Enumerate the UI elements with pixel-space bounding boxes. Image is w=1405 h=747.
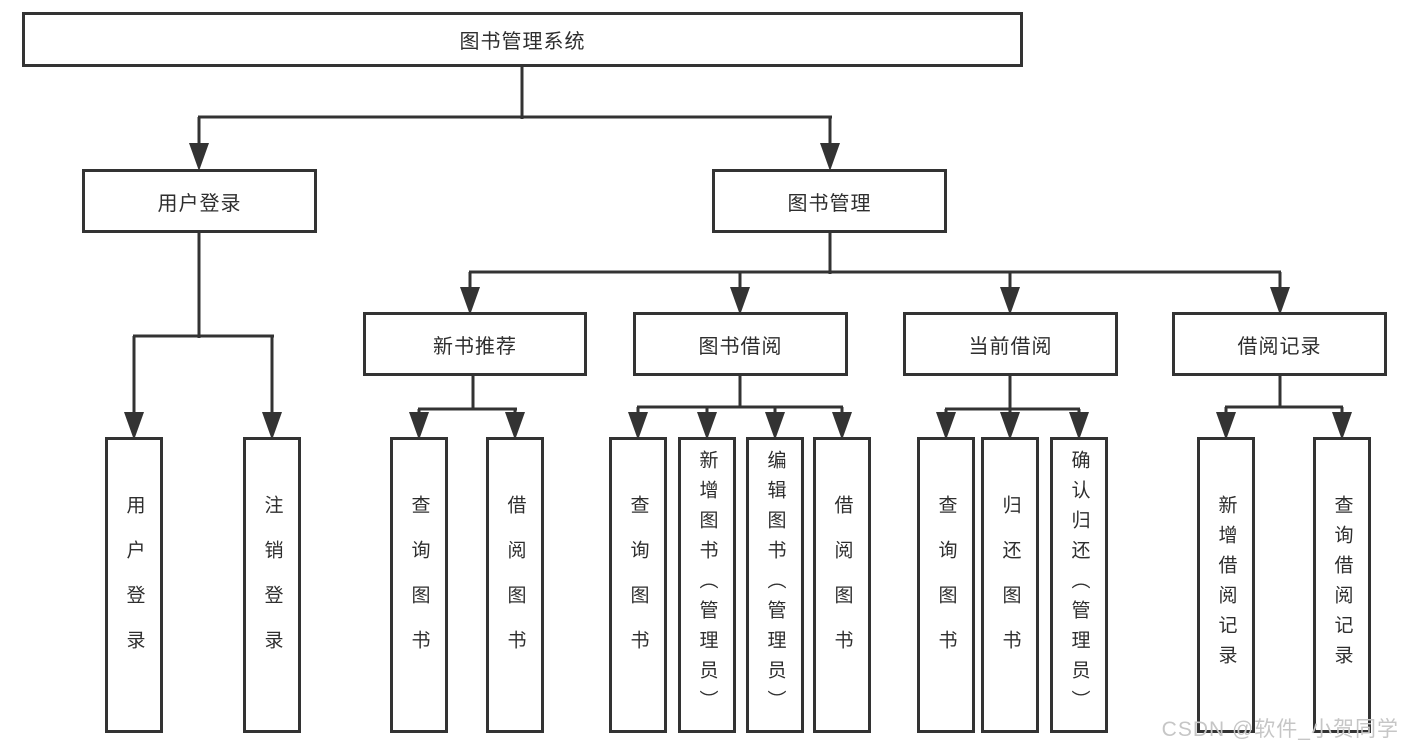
- node-label: 用户登录: [157, 192, 242, 215]
- leaf-add-book-admin: 新增图书（管理员）: [678, 437, 736, 733]
- node-label: 图书管理: [787, 192, 872, 215]
- leaf-query-borrow-record: 查询借阅记录: [1313, 437, 1371, 733]
- node-label: 图书管理系统: [459, 31, 586, 53]
- node-current-borrow: 当前借阅: [903, 312, 1118, 376]
- leaf-borrow-books-recommend: 借阅图书: [486, 437, 544, 733]
- node-label: 借阅记录: [1237, 335, 1322, 358]
- node-label: 编辑图书（管理员）: [764, 450, 786, 720]
- node-label: 新增借阅记录: [1215, 495, 1237, 675]
- leaf-edit-book-admin: 编辑图书（管理员）: [746, 437, 804, 733]
- leaf-logout: 注销登录: [243, 437, 301, 733]
- node-label: 新增图书（管理员）: [696, 450, 718, 720]
- node-book-management: 图书管理: [712, 169, 947, 233]
- node-label: 新书推荐: [433, 335, 517, 358]
- node-label: 借阅图书: [831, 495, 853, 675]
- node-label: 用户登录: [123, 495, 145, 675]
- leaf-return-book: 归还图书: [981, 437, 1039, 733]
- node-label: 借阅图书: [504, 495, 526, 675]
- node-user-login-branch: 用户登录: [82, 169, 317, 233]
- node-label: 查询图书: [627, 495, 649, 675]
- leaf-borrow-books: 借阅图书: [813, 437, 871, 733]
- node-borrow-records: 借阅记录: [1172, 312, 1387, 376]
- leaf-user-login: 用户登录: [105, 437, 163, 733]
- csdn-watermark: CSDN @软件_小贺同学: [1161, 718, 1399, 741]
- node-label: 当前借阅: [968, 335, 1053, 358]
- leaf-query-books-recommend: 查询图书: [390, 437, 448, 733]
- leaf-query-books-current: 查询图书: [917, 437, 975, 733]
- node-label: 查询借阅记录: [1331, 495, 1353, 675]
- leaf-add-borrow-record: 新增借阅记录: [1197, 437, 1255, 733]
- node-label: 查询图书: [408, 495, 430, 675]
- node-label: 归还图书: [999, 495, 1021, 675]
- node-label: 查询图书: [935, 495, 957, 675]
- node-library-management-system: 图书管理系统: [22, 12, 1023, 67]
- node-new-book-recommend: 新书推荐: [363, 312, 587, 376]
- node-label: 确认归还（管理员）: [1068, 450, 1090, 720]
- node-book-borrow: 图书借阅: [633, 312, 848, 376]
- leaf-confirm-return-admin: 确认归还（管理员）: [1050, 437, 1108, 733]
- node-label: 图书借阅: [698, 335, 783, 358]
- leaf-query-books-borrow: 查询图书: [609, 437, 667, 733]
- node-label: 注销登录: [261, 495, 283, 675]
